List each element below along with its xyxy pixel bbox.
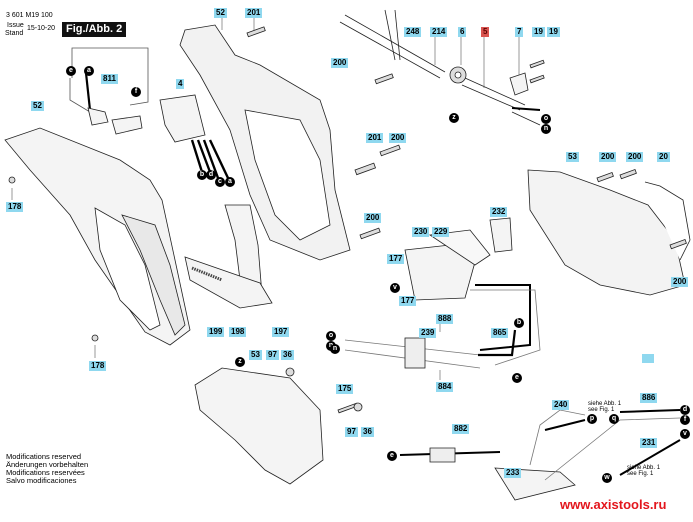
wire-tag: e (512, 373, 522, 383)
wire-tag: a (84, 66, 94, 76)
part-label[interactable]: 200 (364, 213, 382, 223)
electronic-module (404, 217, 541, 366)
wire-tag: w (602, 473, 612, 483)
see-fig-note-de: siehe Abb. 1 (588, 401, 622, 407)
part-label[interactable]: 52 (214, 8, 227, 18)
part-label[interactable]: 52 (31, 101, 44, 111)
wire-tag: d (680, 405, 690, 415)
part-label[interactable]: 19 (547, 27, 560, 37)
website-link[interactable]: www.axistools.ru (560, 497, 667, 512)
part-label[interactable]: 177 (387, 254, 405, 264)
part-label[interactable]: 19 (532, 27, 545, 37)
part-label[interactable]: 197 (272, 327, 290, 337)
part-label[interactable]: 97 (345, 427, 358, 437)
part-label[interactable]: 240 (552, 400, 570, 410)
handle-half-left (4, 127, 191, 346)
wire-tag: a (225, 177, 235, 187)
part-label[interactable]: 884 (436, 382, 454, 392)
part-label[interactable]: 178 (89, 361, 107, 371)
wire-tag: d (206, 170, 216, 180)
part-label[interactable]: 888 (436, 314, 454, 324)
wire-tag: f (680, 415, 690, 425)
part-label[interactable]: 229 (432, 227, 450, 237)
notice-fr: Modifications reservées (6, 468, 85, 477)
part-label[interactable]: 198 (229, 327, 247, 337)
part-label[interactable]: 214 (430, 27, 448, 37)
part-label-highlighted[interactable]: 5 (481, 27, 490, 37)
switch-part (159, 94, 230, 179)
part-label[interactable]: 200 (599, 152, 617, 162)
figure-title: Fig./Abb. 2 (62, 22, 127, 37)
part-label[interactable]: 811 (101, 74, 118, 84)
part-label[interactable]: 177 (399, 296, 417, 306)
part-label[interactable]: 200 (626, 152, 644, 162)
part-label[interactable]: 231 (640, 438, 658, 448)
wire-tag: n (330, 344, 340, 354)
stand-label: Stand (5, 30, 24, 37)
wire-tag: p (587, 414, 597, 424)
cable-tube-assembly (339, 9, 541, 126)
handle-half-right (179, 24, 351, 261)
part-label[interactable]: 20 (657, 152, 670, 162)
wire-tag: n (541, 124, 551, 134)
part-label[interactable]: 248 (404, 27, 422, 37)
part-label[interactable]: 200 (671, 277, 689, 287)
blank-label-marker (642, 354, 654, 363)
part-label[interactable]: 200 (389, 133, 407, 143)
wiring-harness-882 (399, 409, 681, 501)
part-label[interactable]: 178 (6, 202, 24, 212)
wire-tag: v (390, 283, 400, 293)
part-label[interactable]: 233 (504, 468, 522, 478)
wire-tag: b (197, 170, 207, 180)
wire-tag: o (326, 331, 336, 341)
part-label[interactable]: 175 (336, 384, 354, 394)
lower-cover (194, 367, 324, 485)
part-label[interactable]: 230 (412, 227, 430, 237)
part-label[interactable]: 97 (266, 350, 279, 360)
part-label[interactable]: 7 (515, 27, 524, 37)
wire-tag: z (235, 357, 245, 367)
motor-housing (527, 169, 691, 296)
wire-tag: e (66, 66, 76, 76)
part-label[interactable]: 199 (207, 327, 225, 337)
part-label[interactable]: 36 (281, 350, 294, 360)
see-fig-note-en: see Fig. 1 (588, 407, 615, 413)
part-label[interactable]: 201 (245, 8, 263, 18)
wire-tag: b (514, 318, 524, 328)
cable-811 (69, 47, 149, 135)
see-fig-note-de: siehe Abb. 1 (627, 465, 661, 471)
part-label[interactable]: 53 (249, 350, 262, 360)
issue-label: Issue (7, 22, 24, 29)
wire-tag: q (609, 414, 619, 424)
part-label[interactable]: 6 (458, 27, 467, 37)
see-fig-note-en: see Fig. 1 (627, 471, 654, 477)
wiring-harness-888 (344, 329, 517, 369)
part-label[interactable]: 239 (419, 328, 437, 338)
wire-tag: e (387, 451, 397, 461)
part-label[interactable]: 53 (566, 152, 579, 162)
part-number: 3 601 M19 100 (6, 12, 53, 19)
wire-tag: o (541, 114, 551, 124)
lock-lever (184, 204, 273, 309)
part-label[interactable]: 232 (490, 207, 508, 217)
wire-tag: f (131, 87, 141, 97)
issue-date: 15-10-20 (27, 25, 56, 32)
notice-es: Salvo modificaciones (6, 476, 77, 485)
part-label[interactable]: 201 (366, 133, 384, 143)
modifications-notice: Modifications reserved Änderungen vorbeh… (6, 453, 88, 485)
notice-de: Änderungen vorbehalten (6, 460, 89, 469)
wire-tag: v (680, 429, 690, 439)
notice-en: Modifications reserved (6, 452, 82, 461)
part-label[interactable]: 886 (640, 393, 658, 403)
part-label[interactable]: 36 (361, 427, 374, 437)
part-label[interactable]: 882 (452, 424, 470, 434)
screws (8, 26, 687, 414)
wire-tag: c (215, 177, 225, 187)
part-label[interactable]: 200 (331, 58, 349, 68)
wire-tag: z (449, 113, 459, 123)
part-label[interactable]: 865 (491, 328, 509, 338)
part-label[interactable]: 4 (176, 79, 185, 89)
